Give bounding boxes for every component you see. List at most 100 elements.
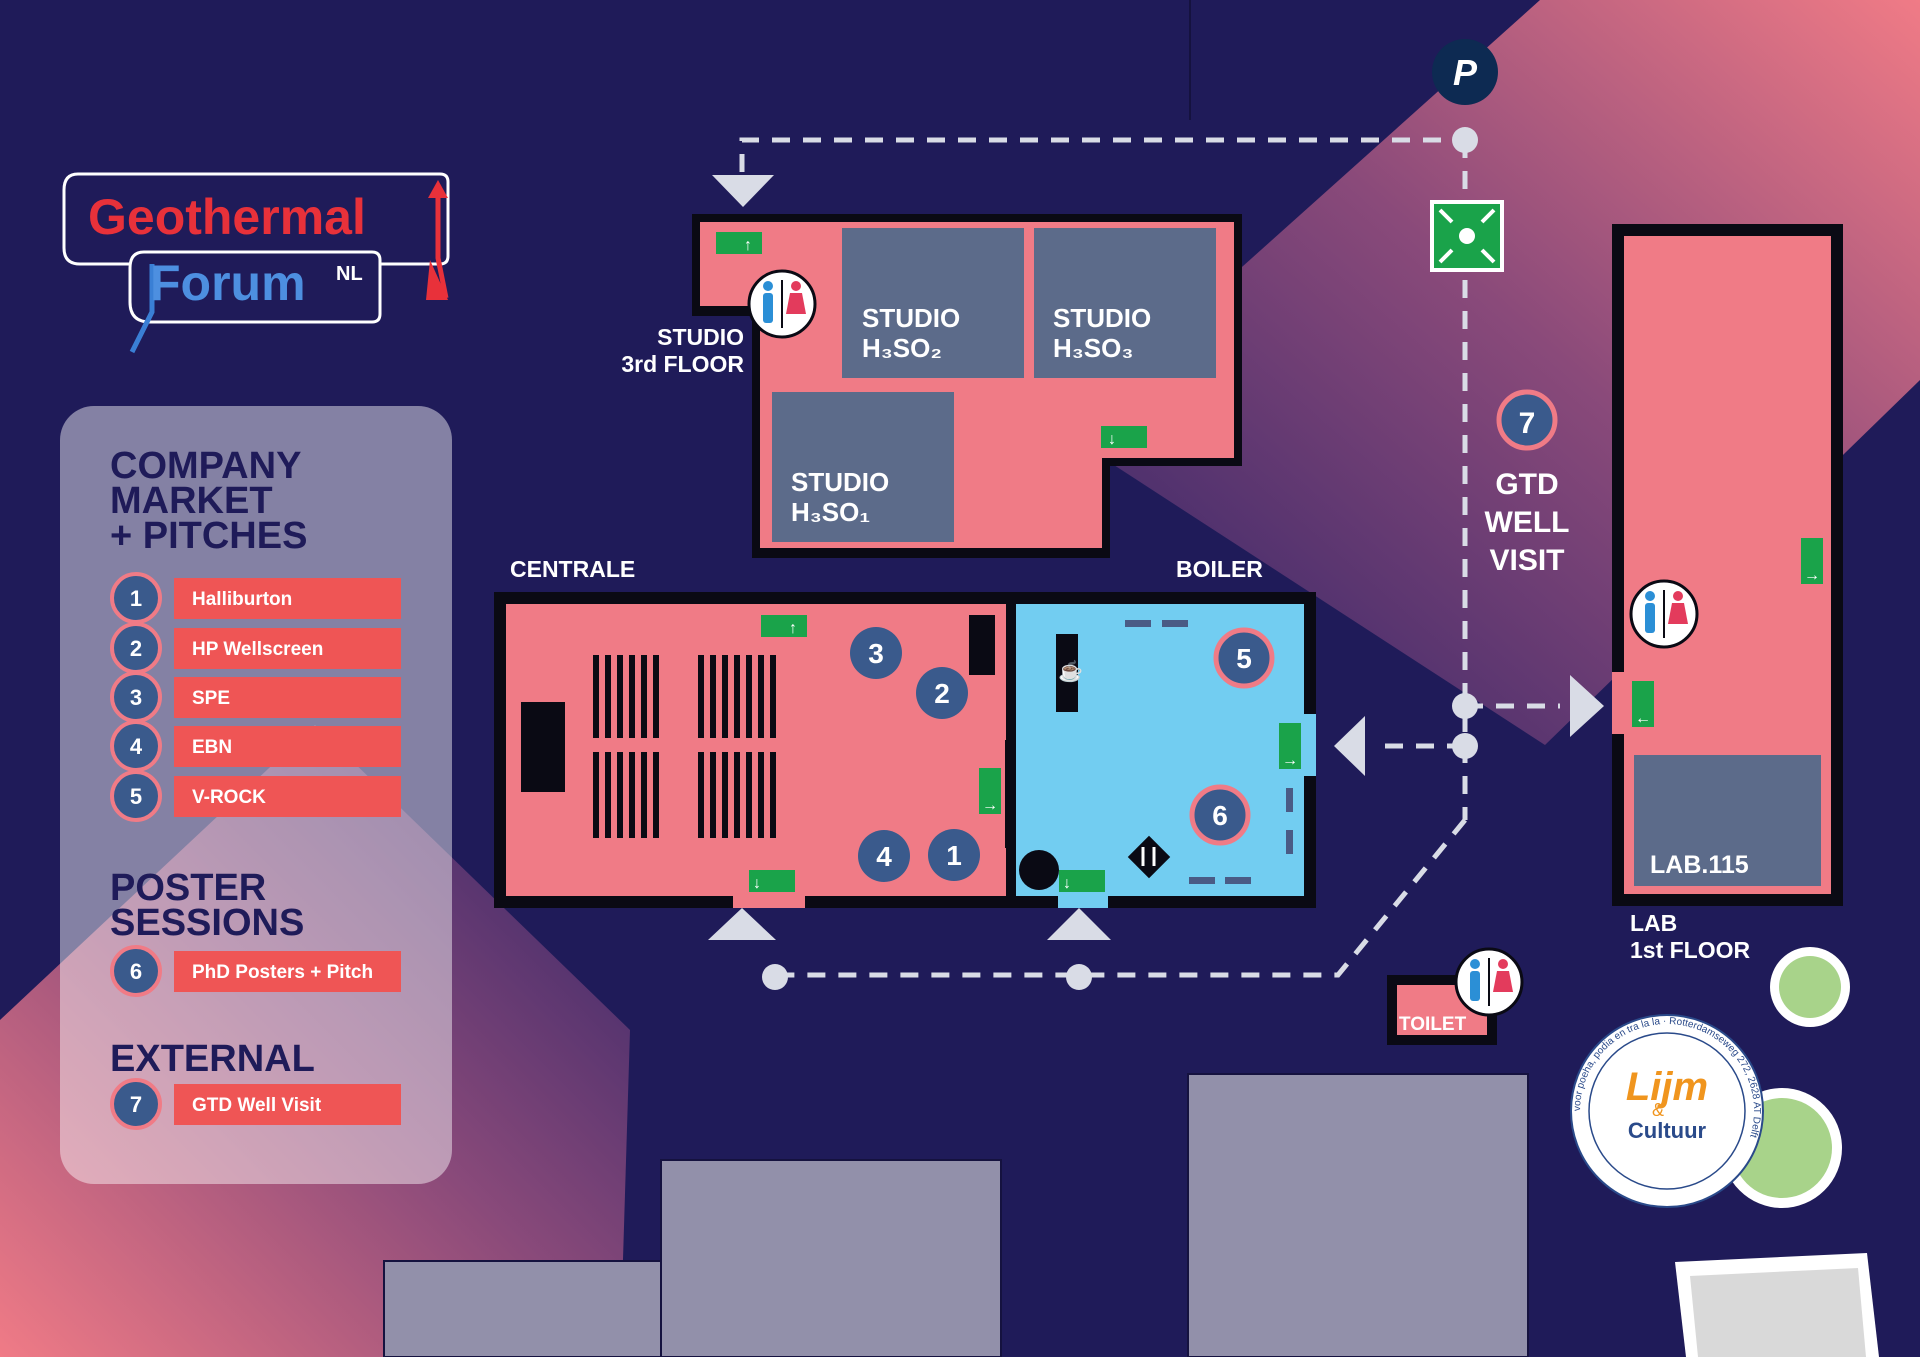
seat-row [698, 655, 704, 738]
coffee-bar [1056, 634, 1078, 712]
legend-item-number: 2 [130, 636, 142, 661]
room-lab-115[interactable] [1634, 755, 1821, 886]
legend-item-number: 4 [130, 734, 143, 759]
projector-screen [969, 615, 995, 675]
lijm-cultuur-stamp: voor poeha, podia en tra la la · Rotterd… [1570, 1014, 1764, 1208]
seat-row [605, 655, 611, 738]
decor-gradient-band-left [0, 725, 630, 1357]
legend-item-label: Halliburton [192, 589, 292, 610]
svg-text:TOILET: TOILET [1399, 1014, 1467, 1035]
route-nodes [762, 127, 1478, 990]
legend-item-number: 7 [130, 1092, 142, 1117]
seat-row [593, 752, 599, 838]
map-marker-number: 6 [1212, 800, 1228, 831]
exhibitor-markers: 1 2 3 4 5 6 [850, 627, 1275, 882]
svg-text:↓: ↓ [753, 875, 761, 892]
map-marker-2[interactable]: 2 [916, 667, 968, 719]
restroom-icon [747, 269, 817, 339]
exit-sign-icon [749, 870, 795, 892]
svg-text:↓: ↓ [1063, 875, 1071, 892]
map-marker-4[interactable]: 4 [858, 830, 910, 882]
svg-text:→: → [982, 797, 998, 814]
legend-item-number: 1 [130, 586, 142, 611]
geothermal-forum-logo: Geothermal Forum NL [62, 172, 450, 354]
legend-external-title: EXTERNAL [110, 1038, 315, 1080]
seat-row [641, 655, 647, 738]
seat-row [593, 655, 599, 738]
seat-row [758, 752, 764, 838]
svg-text:↑: ↑ [789, 620, 797, 637]
legend-item[interactable]: 2 HP Wellscreen [110, 622, 401, 674]
arrow-right-lab [1570, 675, 1604, 737]
seat-row [710, 655, 716, 738]
room-studio-h3so1[interactable] [772, 392, 954, 542]
map-marker-number: 3 [868, 638, 884, 669]
logo-forum-text: Forum [150, 255, 306, 311]
seat-row [734, 655, 740, 738]
map-marker-number: 2 [934, 678, 950, 709]
legend-item[interactable]: 7 GTD Well Visit [110, 1078, 401, 1130]
route-arrows [708, 175, 1604, 940]
seat-row [617, 655, 623, 738]
exit-sign-icon [1059, 870, 1105, 892]
logo-geothermal-text: Geothermal [88, 189, 366, 245]
seat-row [698, 752, 704, 838]
arrow-up-boiler [1047, 908, 1111, 940]
seat-row [722, 752, 728, 838]
surrounding-buildings [383, 1073, 1879, 1357]
seat-row [758, 655, 764, 738]
room-centrale[interactable] [506, 604, 1006, 896]
seat-row [641, 752, 647, 838]
legend-item-number: 5 [130, 784, 142, 809]
logo-nl-text: NL [336, 263, 363, 285]
legend-item-label: V-ROCK [192, 787, 266, 808]
seat-row [770, 752, 776, 838]
map-marker-6[interactable]: 6 [1189, 784, 1251, 846]
map-marker-5[interactable]: 5 [1213, 627, 1275, 689]
map-marker-1[interactable]: 1 [928, 829, 980, 881]
room-studio-h3so2[interactable] [842, 228, 1024, 378]
exit-sign-icon [716, 232, 762, 254]
seat-row [746, 752, 752, 838]
map-marker-number: 5 [1236, 643, 1252, 674]
map-marker-3[interactable]: 3 [850, 627, 902, 679]
legend-item[interactable]: 1 Halliburton [110, 572, 401, 624]
arrow-up-centrale [708, 908, 776, 940]
seating-rows [593, 655, 776, 838]
legend-item-number: 6 [130, 959, 142, 984]
seat-row [617, 752, 623, 838]
seat-row [734, 752, 740, 838]
svg-text:↑: ↑ [744, 237, 752, 254]
exit-sign-icon [1632, 681, 1654, 727]
restroom-icon [1629, 579, 1699, 649]
seat-row [653, 655, 659, 738]
poster-boards [1125, 620, 1293, 884]
seat-row [722, 655, 728, 738]
legend-item[interactable]: 5 V-ROCK [110, 770, 401, 822]
centrale-label: CENTRALE [510, 556, 635, 582]
room-studio-h3so3[interactable] [1034, 228, 1216, 378]
legend-item-label: HP Wellscreen [192, 639, 323, 660]
exit-sign-icon [1279, 723, 1301, 769]
restaurant-icon [1127, 835, 1171, 879]
legend-item-label: GTD Well Visit [192, 1095, 322, 1116]
svg-text:→: → [1282, 752, 1298, 769]
svg-text:Cultuur: Cultuur [1628, 1118, 1707, 1143]
map-marker-number: 1 [946, 840, 962, 871]
seat-row [653, 752, 659, 838]
parking-marker[interactable]: P [1432, 39, 1498, 105]
stage [521, 702, 565, 792]
